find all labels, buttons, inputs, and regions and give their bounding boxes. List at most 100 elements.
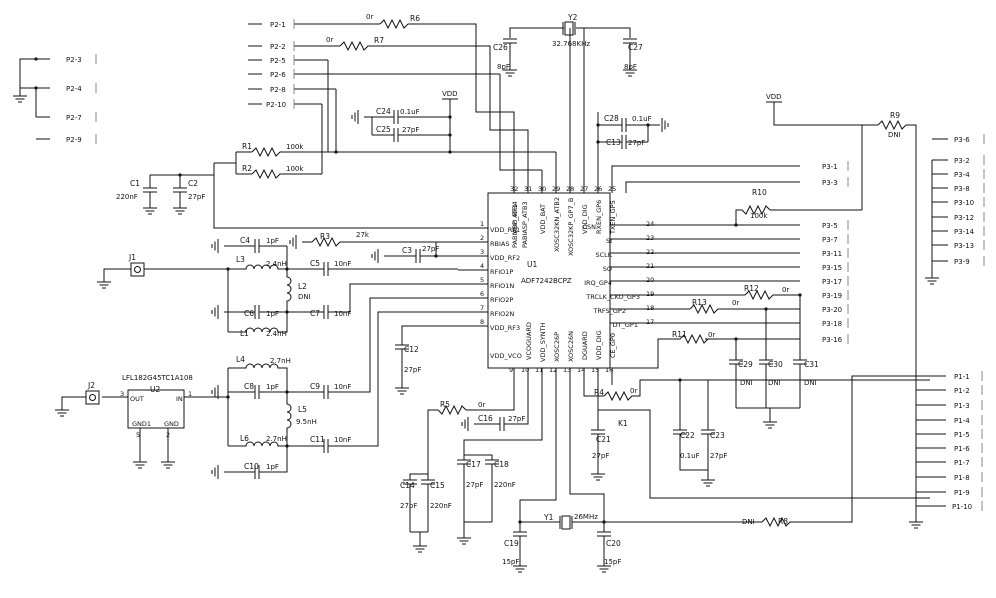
l6-ref: L6: [240, 434, 249, 443]
pin-number: 19: [646, 290, 654, 298]
capacitor-c20: C20 15pF: [596, 531, 621, 573]
p3-pin-7: P3-7: [822, 236, 838, 244]
p3-pin-11: P3-11: [822, 250, 842, 258]
capacitor-c14: C14 27pF: [400, 473, 428, 532]
p3-pin-13: P3-13: [954, 242, 974, 250]
c29-ref: C29: [738, 360, 753, 369]
pin-number: 5: [480, 276, 484, 284]
c13-ref: C13: [606, 138, 621, 147]
u2-pin-num: 5: [136, 431, 140, 439]
y2-value: 32.768KHz: [552, 40, 590, 48]
pin-number: 11: [535, 366, 543, 374]
c25-value: 27pF: [402, 126, 419, 134]
c16-value: 27pF: [508, 415, 525, 423]
capacitor-c22: C22 0.1uF: [650, 379, 708, 471]
resistor-r6: 0r R6: [366, 13, 515, 170]
pin-number: 8: [480, 318, 484, 326]
c10-ref: C10: [244, 462, 259, 471]
r8-value: DNI: [742, 518, 755, 526]
connector-p1: P1-1 P1-2 P1-3 P1-4 P1-5 P1-6 P1-7 P1-8 …: [908, 371, 983, 529]
pin-name: VCOGUARD: [525, 322, 533, 360]
r3-ref: R3: [320, 232, 330, 241]
u2-part: LFL182G45TC1A108: [122, 374, 193, 382]
capacitor-c21: C21 27pF: [590, 410, 611, 481]
p1-pin-2: P1-2: [954, 387, 970, 395]
capacitor-c2: C2 27pF: [172, 175, 205, 215]
c6-ref: C6: [244, 309, 254, 318]
c8-value: 1pF: [266, 383, 279, 391]
pin-number: 27: [580, 185, 588, 193]
capacitor-c31: C31 DNI: [793, 295, 819, 408]
p3-pin-18: P3-18: [822, 320, 842, 328]
c23-ref: C23: [710, 431, 725, 440]
ic-ref: U1: [527, 260, 537, 269]
c5-value: 10nF: [334, 260, 351, 268]
pin-number: 29: [552, 185, 560, 193]
u2-pin-num: 3: [120, 390, 124, 398]
ic-right-pin-18: 18 TRFS_GP2: [592, 304, 654, 315]
pin-number: 18: [646, 304, 654, 312]
p1-pin-9: P1-9: [954, 489, 970, 497]
pin-name: PABIASP_ATB4: [511, 201, 519, 248]
connector-p3: P3-1 P3-3 P3-5 P3-7 P3-11 P3-15 P3-17 P3…: [611, 161, 849, 344]
pin-number: 28: [566, 185, 574, 193]
connector-j2: J2: [54, 381, 100, 417]
y1-value: 26MHz: [574, 513, 598, 521]
l5-ref: L5: [298, 405, 307, 414]
pin-name: VDD_BAT: [539, 204, 547, 234]
p1-pin-10: P1-10: [952, 503, 972, 511]
u2-pin-out: OUT: [130, 395, 144, 403]
vdd-label: VDD: [442, 90, 458, 98]
pin-number: 9: [509, 366, 513, 374]
p3-pin-19: P3-19: [822, 292, 842, 300]
p3-pin-1: P3-1: [822, 163, 838, 171]
c17-ref: C17: [466, 460, 481, 469]
pin-number: 25: [608, 185, 616, 193]
capacitor-c24: C24 0.1uF: [351, 107, 450, 135]
c20-ref: C20: [606, 539, 621, 548]
k1-ref: K1: [618, 419, 628, 428]
u2-ref: U2: [150, 385, 160, 394]
j1-ref: J1: [128, 253, 136, 262]
c4-ref: C4: [240, 236, 250, 245]
pin-name: RXEN_GP6: [595, 200, 603, 234]
pin-name: IRQ_GP4: [584, 279, 612, 287]
capacitor-c6: C6 1pF: [211, 304, 324, 320]
pin-name: VDD_DIG: [595, 330, 603, 360]
pin-name: TRFS_GP2: [592, 307, 626, 315]
capacitor-c28: C28 0.1uF: [598, 114, 669, 133]
c2-value: 27pF: [188, 193, 205, 201]
capacitor-c11: C11 10nF: [310, 435, 351, 453]
pin-number: 12: [549, 366, 557, 374]
c15-value: 220nF: [430, 502, 452, 510]
c27-ref: C27: [628, 43, 643, 52]
c22-value: 0.1uF: [680, 452, 700, 460]
pin-number: 20: [646, 276, 654, 284]
vdd-label: VDD: [766, 93, 782, 101]
c11-ref: C11: [310, 435, 325, 444]
l4-value: 2.7nH: [270, 357, 291, 365]
c24-ref: C24: [376, 107, 391, 116]
vdd-net-right: VDD: [766, 93, 878, 126]
pin-number: 24: [646, 220, 654, 228]
capacitor-c8: C8 1pF: [211, 382, 324, 400]
resistor-r5: R5 0r: [427, 400, 485, 474]
pin-name: RFIO2N: [490, 310, 514, 318]
pin-name: XOSC32KP_GP7_B: [567, 198, 575, 256]
crystal-y2: Y2 32.768KHz: [509, 13, 631, 170]
pin-number: 4: [480, 262, 484, 270]
c20-value: 15pF: [604, 558, 621, 566]
pin-number: 1: [480, 220, 484, 228]
inductor-l2: L2 DNI: [286, 269, 311, 312]
